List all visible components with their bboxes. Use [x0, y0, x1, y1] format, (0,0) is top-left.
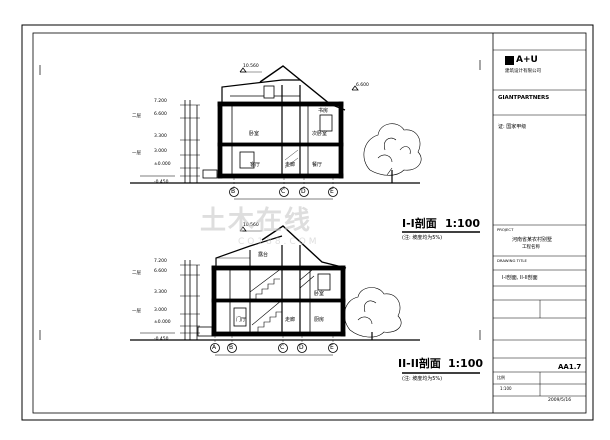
border-ticks: [39, 60, 481, 340]
title-block-scale-label: 比例: [497, 375, 505, 380]
section-1-elev-3: 3.000: [154, 149, 167, 154]
section-1-elev-0: 7.200: [154, 99, 167, 104]
section-1-elev-4: ±0.000: [154, 162, 171, 167]
section-1-top-elevation: 10.560: [243, 64, 259, 69]
title-block-sheet-no: AA1.7: [558, 363, 582, 371]
section-2-room-3: 走廊: [285, 317, 296, 323]
title-block-partner: GIANTPARTNERS: [498, 95, 550, 101]
section-2-axis-4: E: [330, 344, 334, 351]
section-2-elev-1: 6.600: [154, 269, 167, 274]
title-block-firm-logo: A+U: [516, 55, 538, 65]
section-2-elev-4: ±0.000: [154, 320, 171, 325]
section-2-note: (注: 坡度均为5%): [402, 376, 443, 382]
section-2-floor-label-1: 一层: [132, 309, 141, 314]
title-block-scale-value: 1:100: [500, 386, 512, 391]
section-2-elev-0: 7.200: [154, 259, 167, 264]
logo-mark: [505, 56, 514, 65]
section-2: [130, 225, 420, 356]
section-1-floor-label-2: 二层: [132, 114, 141, 119]
axis-bubble: [279, 187, 289, 197]
tree-illustration: [344, 287, 402, 340]
section-2-axis-2: C: [280, 344, 285, 351]
title-block-project-name: 河南省某农村别墅: [512, 237, 553, 243]
title-block-drawing-title-label: DRAWING TITLE: [497, 258, 527, 263]
section-2-scale: 1:100: [448, 357, 484, 370]
section-2-top-elevation: 10.560: [243, 223, 259, 228]
section-2-room-4: 厨房: [314, 317, 325, 323]
section-1-axis-1: C: [281, 188, 286, 195]
section-1-room-2: 次卧室: [312, 131, 328, 137]
title-block-grid: [493, 49, 586, 397]
section-2-axis-1: B: [229, 344, 234, 351]
section-1-axis-0: B: [231, 188, 236, 195]
title-block-project-sub: 工程名称: [522, 245, 540, 250]
section-1-room-1: 卧室: [249, 131, 260, 137]
axis-bubble: [328, 343, 338, 353]
axis-bubble: [278, 343, 288, 353]
axis-bubble: [210, 343, 220, 353]
section-2-room-2: 门厅: [236, 317, 247, 323]
section-1-axis-3: E: [330, 188, 334, 195]
section-1-floor-label-1: 一层: [132, 151, 141, 156]
sheet-outer-border: [21, 24, 594, 421]
section-1: [130, 65, 422, 200]
title-block-date: 2009/5/16: [548, 398, 572, 403]
section-2-axis-0: A: [212, 344, 217, 351]
section-2-room-1: 卧室: [314, 291, 325, 297]
tree-illustration: [363, 123, 422, 183]
axis-bubble: [229, 187, 239, 197]
section-1-note: (注: 坡度均为5%): [402, 235, 443, 241]
section-1-elev-1: 6.600: [154, 112, 167, 117]
title-block-drawing-title: I-I剖面, II-II剖面: [502, 275, 538, 281]
axis-bubble: [297, 343, 307, 353]
section-1-room-0: 书房: [318, 108, 329, 114]
section-2-title: II-II剖面: [398, 357, 441, 370]
axis-bubble: [299, 187, 309, 197]
section-2-axis-3: D: [299, 344, 304, 351]
section-1-elev-5: -0.450: [154, 180, 169, 185]
title-block-certificate: 证: 国家甲级: [498, 124, 527, 130]
section-1-eave-elevation: 6.600: [356, 83, 369, 88]
title-block-firm-name: 建筑设计有限公司: [505, 69, 541, 74]
section-1-title: I-I剖面: [402, 217, 437, 230]
section-1-room-3: 客厅: [250, 162, 261, 168]
axis-bubble: [328, 187, 338, 197]
section-2-room-0: 露台: [258, 252, 269, 258]
section-1-axis-2: D: [301, 188, 306, 195]
axis-bubble: [227, 343, 237, 353]
section-2-elev-5: -0.450: [154, 337, 169, 342]
section-2-floor-label-2: 二层: [132, 271, 141, 276]
section-1-elev-2: 3.300: [154, 134, 167, 139]
section-1-scale: 1:100: [445, 217, 481, 230]
section-2-elev-2: 3.300: [154, 290, 167, 295]
section-1-room-5: 餐厅: [312, 162, 323, 168]
section-1-room-4: 走廊: [285, 162, 296, 168]
staircase: [249, 267, 315, 333]
section-2-elev-3: 3.000: [154, 308, 167, 313]
sheet-inner-border: [32, 32, 587, 414]
title-block-project-label: PROJECT: [497, 227, 514, 232]
